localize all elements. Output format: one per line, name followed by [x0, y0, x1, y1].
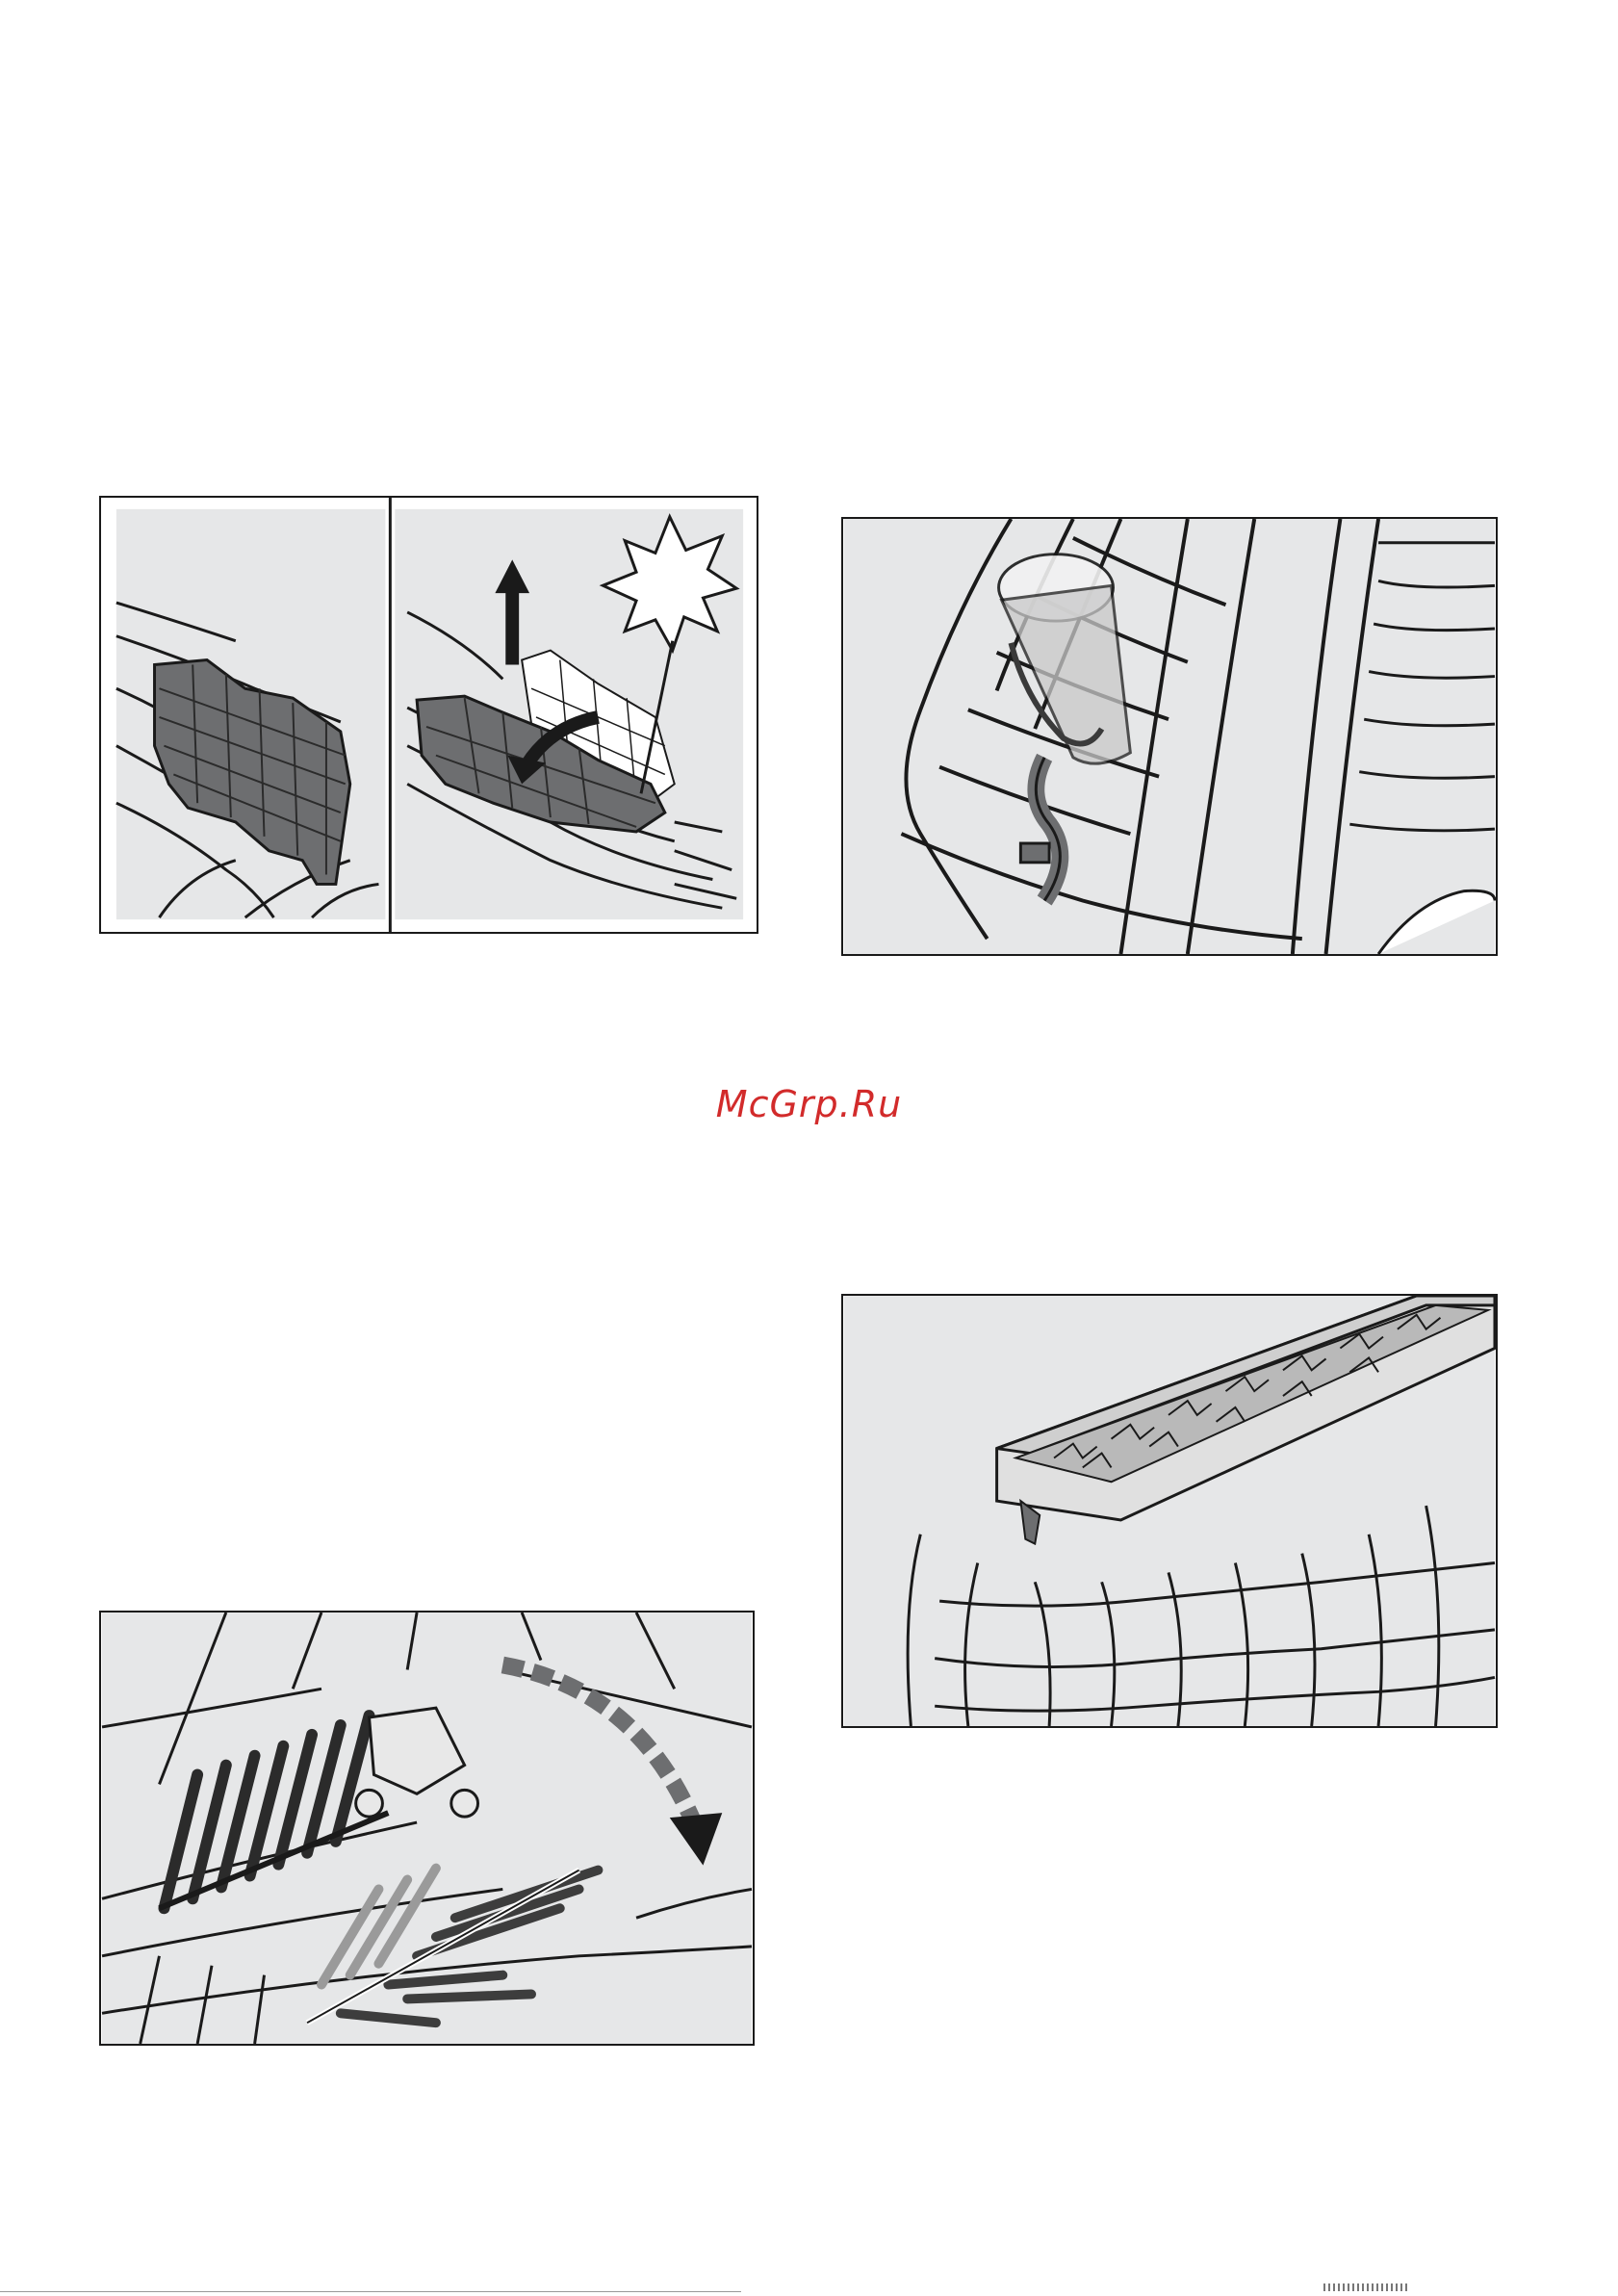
rack-flap-fold-figure	[99, 496, 758, 934]
footer-marks	[1323, 2283, 1410, 2291]
cutlery-tray-illustration	[843, 1296, 1496, 1726]
watermark-text: McGrp.Ru	[0, 1083, 1618, 1125]
folding-spikes-illustration	[101, 1612, 753, 2044]
glass-holder-illustration	[843, 519, 1496, 954]
folding-spikes-figure	[99, 1611, 755, 2046]
rack-flap-fold-illustration	[101, 498, 757, 932]
glass-holder-clip-figure	[841, 517, 1498, 956]
cutlery-tray-figure	[841, 1294, 1498, 1728]
footer-rule	[0, 2291, 741, 2292]
